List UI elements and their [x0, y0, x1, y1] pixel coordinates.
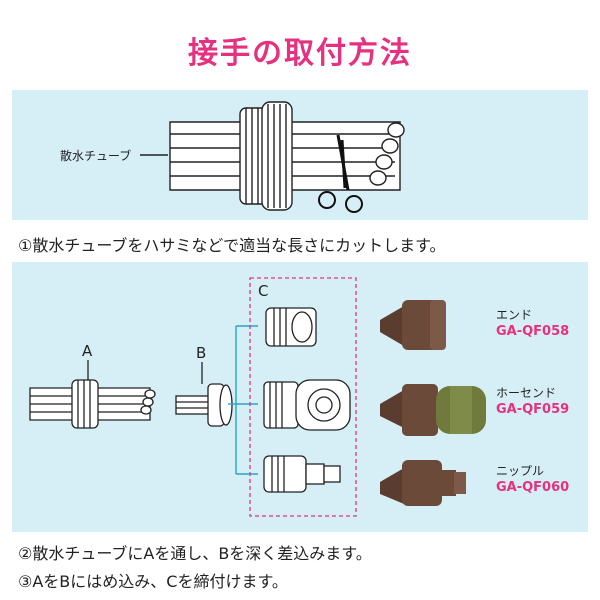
- product-photo-end: [380, 300, 446, 350]
- product-name-end: エンド: [496, 308, 533, 322]
- product-name-hose-end: ホーセンド: [496, 386, 557, 400]
- product-code-end: GA-QF058: [496, 324, 570, 339]
- page-title: 接手の取付方法: [188, 36, 412, 71]
- hose-label: 散水チューブ: [60, 149, 132, 163]
- step-1-text: ①散水チューブをハサミなどで適当な長さにカットします。: [18, 236, 446, 255]
- step-2-text: ②散水チューブにAを通し、Bを深く差込みます。: [18, 544, 372, 563]
- part-c-end: [265, 307, 317, 347]
- product-code-hose-end: GA-QF059: [496, 402, 570, 417]
- product-photo-nipple: [380, 460, 466, 506]
- label-c: C: [258, 282, 269, 300]
- step-3-text: ③AをBにはめ込み、Cを締付けます。: [18, 572, 288, 591]
- c-bracket-lines: [228, 325, 258, 475]
- product-photo-hose-end: [380, 384, 486, 436]
- hose-cut-drawing: [140, 101, 405, 211]
- part-c-nipple: [263, 455, 341, 493]
- label-b: B: [196, 344, 207, 362]
- label-a: A: [82, 342, 93, 360]
- part-b: [175, 362, 233, 427]
- hose-with-part-a: [29, 360, 156, 429]
- part-c-hose-end: [263, 379, 351, 431]
- scissors-icon: [318, 134, 363, 213]
- product-code-nipple: GA-QF060: [496, 480, 570, 495]
- c-options-box: [249, 277, 357, 517]
- product-name-nipple: ニップル: [496, 464, 545, 478]
